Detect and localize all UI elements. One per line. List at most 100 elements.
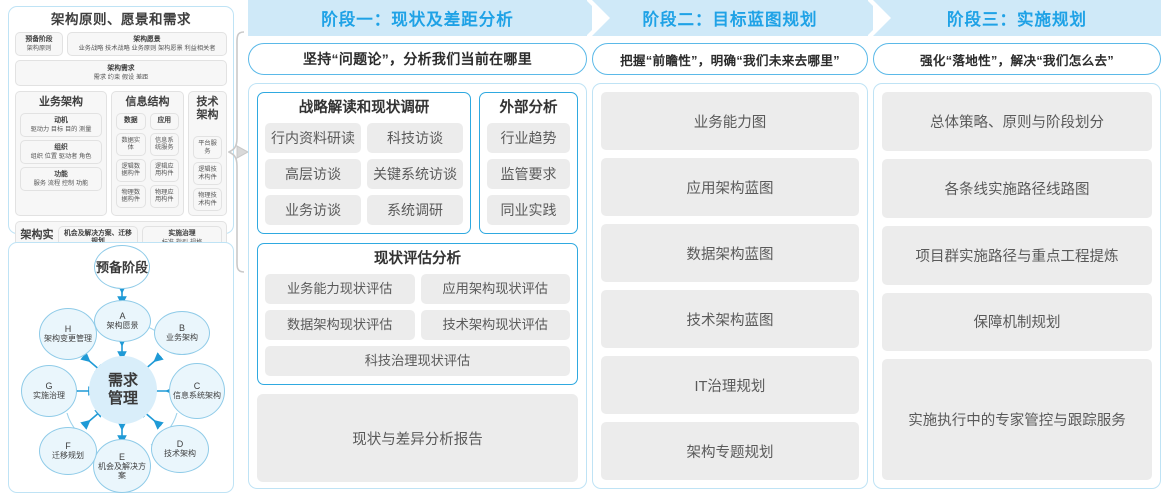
phase-2-banner-label: 阶段二：目标蓝图规划 bbox=[642, 11, 818, 29]
chip-technology-architecture-assessment[interactable]: 技术架构现状评估 bbox=[420, 310, 570, 340]
information-structure-split: 数据 数据实体 逻辑数据构件 物理数据构件 应用 信息系统服务 逻辑应用构件 bbox=[116, 113, 179, 208]
adm-node-e: E 机会及解决方案 bbox=[93, 439, 151, 493]
chip-system-research[interactable]: 系统调研 bbox=[367, 195, 463, 225]
adm-node-b-label: 业务架构 bbox=[166, 333, 198, 343]
chip-application-architecture-blueprint[interactable]: 应用架构蓝图 bbox=[601, 158, 859, 216]
adm-node-h-label: 架构变更管理 bbox=[44, 334, 92, 344]
logical-technology-block: 逻辑技术构件 bbox=[193, 162, 222, 185]
vision-name: 架构愿景 bbox=[133, 36, 161, 43]
brace-connector bbox=[228, 31, 250, 273]
adm-node-g-label: 实施治理 bbox=[33, 391, 65, 401]
function-block: 功能 服务 流程 控制 功能 bbox=[20, 167, 102, 191]
chip-data-architecture-blueprint[interactable]: 数据架构蓝图 bbox=[601, 224, 859, 282]
assessment-row-3: 科技治理现状评估 bbox=[265, 346, 570, 376]
chip-industry-trend[interactable]: 行业趋势 bbox=[487, 123, 570, 153]
chip-technology-architecture-blueprint[interactable]: 技术架构蓝图 bbox=[601, 290, 859, 348]
external-analysis-chips: 行业趋势 监管要求 同业实践 bbox=[487, 123, 570, 225]
phase-1-subhead: 坚持“问题论”，分析我们当前在哪里 bbox=[248, 43, 587, 75]
chip-tech-governance-assessment[interactable]: 科技治理现状评估 bbox=[265, 346, 570, 376]
prep-vision-row: 预备阶段 架构原则 架构愿景 业务战略 技术战略 业务原则 架构愿景 利益相关者 bbox=[15, 32, 227, 56]
adm-node-d-key: D bbox=[176, 439, 184, 450]
phase-1-banner-label: 阶段一：现状及差距分析 bbox=[321, 11, 514, 29]
chip-peer-practice[interactable]: 同业实践 bbox=[487, 195, 570, 225]
phase-1-body: 战略解读和现状调研 行内资料研读 科技访谈 高层访谈 关键系统访谈 bbox=[248, 83, 587, 489]
phase-3-items: 总体策略、原则与阶段划分 各条线实施路径线路图 项目群实施路径与重点工程提炼 保… bbox=[882, 92, 1152, 480]
chip-architecture-topic-plan[interactable]: 架构专题规划 bbox=[601, 422, 859, 480]
phase-2-banner[interactable]: 阶段二：目标蓝图规划 bbox=[592, 0, 885, 36]
chip-it-governance-plan[interactable]: IT治理规划 bbox=[601, 356, 859, 414]
data-entity-block: 数据实体 bbox=[116, 132, 146, 156]
adm-cycle-card: 预备阶段 A 架构愿景 B 业务架构 C 信息系统架构 D 技术架构 bbox=[8, 242, 234, 493]
adm-node-b: B 业务架构 bbox=[154, 311, 210, 355]
current-state-assessment-title: 现状评估分析 bbox=[374, 251, 461, 267]
phase-1-external-group: 外部分析 行业趋势 监管要求 同业实践 bbox=[479, 92, 578, 234]
chip-regulatory-requirement[interactable]: 监管要求 bbox=[487, 159, 570, 189]
adm-node-f-key: F bbox=[65, 441, 71, 452]
phase-3-body: 总体策略、原则与阶段划分 各条线实施路径线路图 项目群实施路径与重点工程提炼 保… bbox=[873, 83, 1161, 489]
phase-3-column: 阶段三：实施规划 强化“落地性”，解决“我们怎么去” 总体策略、原则与阶段划分 … bbox=[873, 0, 1161, 489]
opportunity-migration-name: 机会及解决方案、迁移规划 bbox=[64, 230, 132, 245]
chip-program-path-and-key-projects[interactable]: 项目群实施路径与重点工程提炼 bbox=[882, 225, 1152, 285]
chip-line-implementation-roadmap[interactable]: 各条线实施路径线路图 bbox=[882, 158, 1152, 218]
phase-3-banner-label: 阶段三：实施规划 bbox=[947, 11, 1087, 29]
technology-architecture-blocks: 平台服务 逻辑技术构件 物理技术构件 bbox=[193, 136, 222, 211]
phase-2-items: 业务能力图 应用架构蓝图 数据架构蓝图 技术架构蓝图 IT治理规划 架构专题规划 bbox=[601, 92, 859, 480]
business-architecture-column: 业务架构 动机 驱动力 目标 目的 测量 组织 组织 位置 驱动者 角色 功能 bbox=[15, 91, 107, 216]
chip-application-architecture-assessment[interactable]: 应用架构现状评估 bbox=[420, 274, 570, 304]
strategy-research-row-2: 高层访谈 关键系统访谈 bbox=[265, 159, 463, 189]
adm-cycle-diagram: 预备阶段 A 架构愿景 B 业务架构 C 信息系统架构 D 技术架构 bbox=[9, 243, 235, 494]
adm-node-h-key: H bbox=[64, 324, 72, 335]
adm-node-d-label: 技术架构 bbox=[164, 449, 196, 459]
chip-business-interview[interactable]: 业务访谈 bbox=[265, 195, 361, 225]
chip-internal-doc-study[interactable]: 行内资料研读 bbox=[265, 123, 361, 153]
strategy-research-row-3: 业务访谈 系统调研 bbox=[265, 195, 463, 225]
logical-data-block: 逻辑数据构件 bbox=[116, 158, 146, 182]
external-analysis-card: 外部分析 行业趋势 监管要求 同业实践 bbox=[479, 92, 578, 234]
chip-executive-interview[interactable]: 高层访谈 bbox=[265, 159, 361, 189]
phase-2-body: 业务能力图 应用架构蓝图 数据架构蓝图 技术架构蓝图 IT治理规划 架构专题规划 bbox=[592, 83, 868, 489]
data-head: 数据 bbox=[123, 117, 138, 124]
adm-node-f: F 迁移规划 bbox=[39, 427, 97, 475]
adm-node-f-label: 迁移规划 bbox=[52, 451, 84, 461]
chip-expert-control-and-tracking[interactable]: 实施执行中的专家管控与跟踪服务 bbox=[882, 359, 1152, 480]
data-subcolumn: 数据 数据实体 逻辑数据构件 物理数据构件 bbox=[116, 113, 146, 208]
physical-application-block: 物理应用构件 bbox=[149, 184, 179, 208]
strategy-research-row-1: 行内资料研读 科技访谈 bbox=[265, 123, 463, 153]
information-system-service-block: 信息系统服务 bbox=[149, 132, 179, 156]
adm-node-a-key: A bbox=[119, 311, 126, 322]
vision-items: 业务战略 技术战略 业务原则 架构愿景 利益相关者 bbox=[78, 44, 216, 52]
chip-business-capability-assessment[interactable]: 业务能力现状评估 bbox=[265, 274, 415, 304]
organization-items: 组织 位置 驱动者 角色 bbox=[30, 152, 92, 160]
implementation-governance-name: 实施治理 bbox=[168, 230, 196, 237]
chip-business-capability-map[interactable]: 业务能力图 bbox=[601, 92, 859, 150]
adm-node-h: H 架构变更管理 bbox=[39, 308, 97, 360]
chip-overall-strategy[interactable]: 总体策略、原则与阶段划分 bbox=[882, 92, 1152, 151]
application-subcolumn: 应用 信息系统服务 逻辑应用构件 物理应用构件 bbox=[149, 113, 179, 208]
chip-assurance-mechanism-plan[interactable]: 保障机制规划 bbox=[882, 292, 1152, 352]
adm-node-b-key: B bbox=[178, 323, 185, 334]
adm-node-prep-label: 预备阶段 bbox=[95, 259, 148, 275]
motivation-name: 动机 bbox=[54, 117, 68, 124]
phase-1-column: 阶段一：现状及差距分析 坚持“问题论”，分析我们当前在哪里 战略解读和现状调研 … bbox=[248, 0, 604, 489]
adm-node-c-label: 信息系统架构 bbox=[173, 391, 221, 401]
phase-3-banner-notch bbox=[873, 0, 891, 36]
chip-key-system-interview[interactable]: 关键系统访谈 bbox=[367, 159, 463, 189]
function-items: 服务 流程 控制 功能 bbox=[33, 179, 89, 187]
current-state-assessment-chips: 业务能力现状评估 应用架构现状评估 数据架构现状评估 技术架构现状评估 科技治理… bbox=[265, 274, 570, 376]
phase-3-banner[interactable]: 阶段三：实施规划 bbox=[873, 0, 1161, 36]
application-head-block: 应用 bbox=[149, 113, 179, 130]
phase-2-column: 阶段二：目标蓝图规划 把握“前瞻性”，明确“我们未来去哪里” 业务能力图 应用架… bbox=[592, 0, 885, 489]
chip-tech-interview[interactable]: 科技访谈 bbox=[367, 123, 463, 153]
chip-data-architecture-assessment[interactable]: 数据架构现状评估 bbox=[265, 310, 415, 340]
assessment-row-1: 业务能力现状评估 应用架构现状评估 bbox=[265, 274, 570, 304]
adm-node-a-label: 架构愿景 bbox=[106, 321, 139, 331]
business-architecture-head: 业务架构 bbox=[39, 96, 83, 108]
framework-title-text: 架构原则、愿景和需求 bbox=[51, 12, 191, 27]
adm-node-e-key: E bbox=[118, 451, 125, 462]
phase-1-deliverable[interactable]: 现状与差异分析报告 bbox=[257, 394, 578, 482]
strategy-research-chips: 行内资料研读 科技访谈 高层访谈 关键系统访谈 业务访谈 系统调研 bbox=[265, 123, 463, 225]
requirements-block: 架构需求 需求 约束 假设 差距 bbox=[15, 60, 227, 86]
phase-1-banner[interactable]: 阶段一：现状及差距分析 bbox=[248, 0, 604, 36]
phase-3-subhead: 强化“落地性”，解决“我们怎么去” bbox=[873, 43, 1161, 75]
